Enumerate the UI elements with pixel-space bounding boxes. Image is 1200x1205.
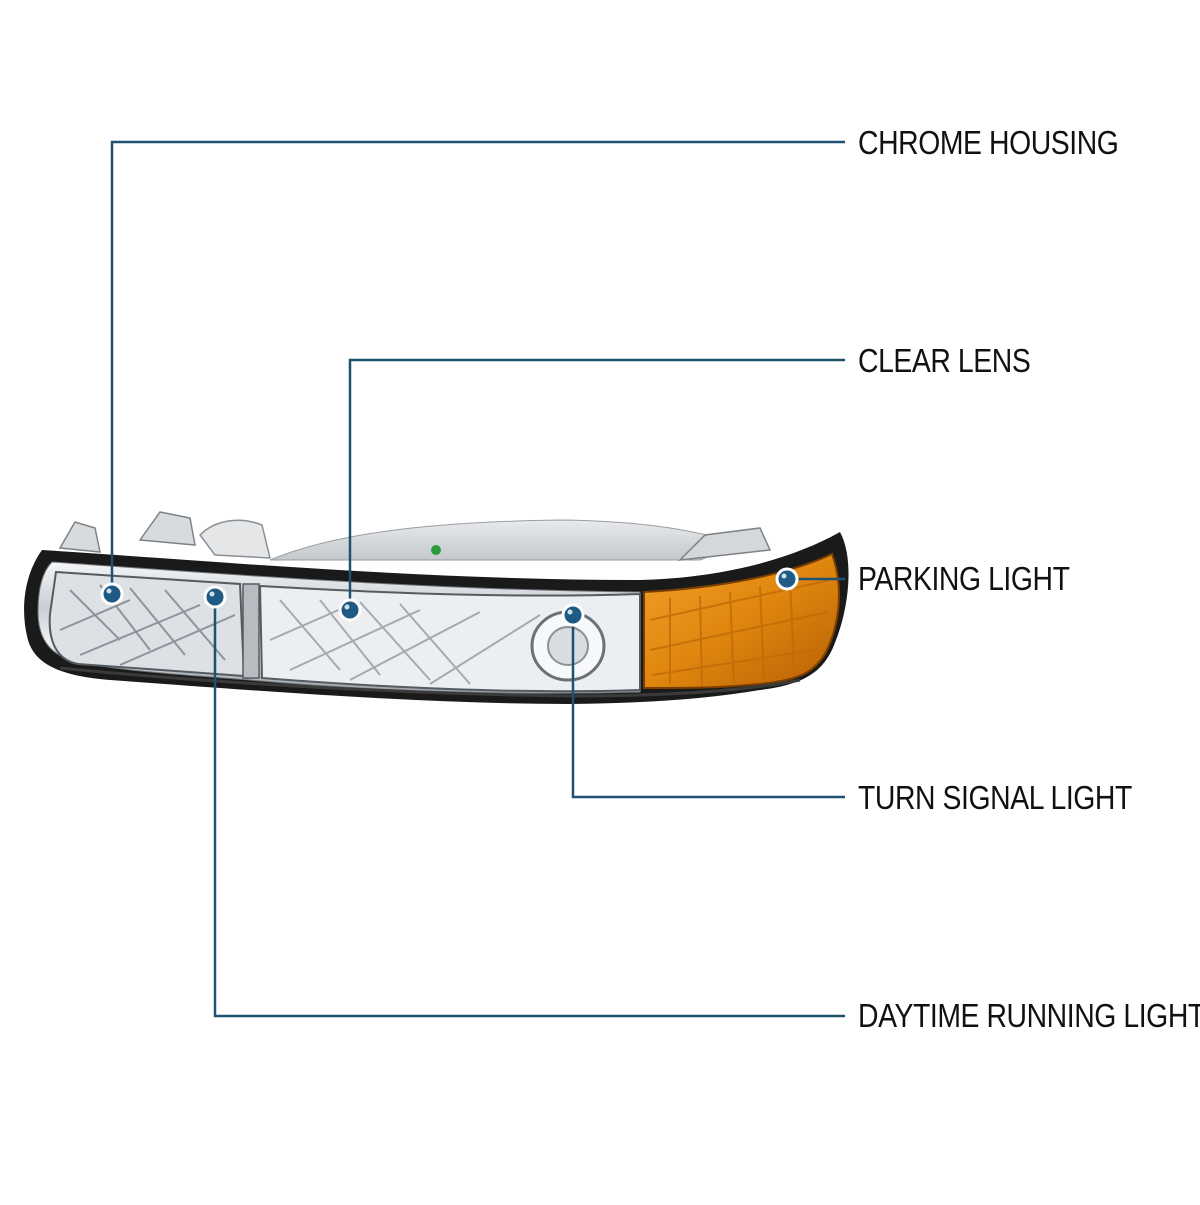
- label-turn-signal-light: TURN SIGNAL LIGHT: [858, 779, 1132, 816]
- label-daytime-running-light: DAYTIME RUNNING LIGHT: [858, 997, 1200, 1034]
- marker-parking-light: [775, 567, 799, 591]
- marker-daytime-running-light: [203, 585, 227, 609]
- marker-turn-signal-light-highlight: [567, 609, 573, 615]
- marker-chrome-housing: [100, 582, 124, 606]
- callout-markers: [100, 567, 799, 627]
- amber-lens-ribs: [649, 577, 831, 687]
- marker-chrome-housing-highlight: [106, 588, 112, 594]
- housing-marker-dot: [431, 545, 441, 555]
- bezel-bottom-lip: [59, 666, 801, 698]
- mounting-tab-upper: [199, 519, 271, 559]
- reflector-facets-left: [59, 584, 236, 666]
- leader-daytime-running-light: [213, 597, 845, 1018]
- lens-divider: [242, 583, 260, 679]
- marker-daytime-running-light-highlight: [209, 591, 215, 597]
- marker-clear-lens-highlight: [344, 604, 350, 610]
- label-chrome-housing: CHROME HOUSING: [858, 124, 1119, 161]
- label-parking-light: PARKING LIGHT: [858, 560, 1070, 597]
- leader-chrome-housing: [110, 140, 845, 594]
- label-clear-lens: CLEAR LENS: [858, 342, 1031, 379]
- marker-parking-light-highlight: [781, 573, 787, 579]
- bulb-cup-inner: [547, 626, 589, 666]
- mounting-tab-left: [58, 521, 101, 553]
- reflector-cell-left: [48, 570, 246, 678]
- mounting-tab-right: [677, 527, 772, 561]
- leader-turn-signal-light: [571, 615, 845, 799]
- clear-lens-facets: [269, 599, 541, 685]
- leader-clear-lens: [348, 358, 845, 610]
- leader-lines: [110, 140, 845, 1018]
- marker-clear-lens: [338, 598, 362, 622]
- housing-top-surface: [269, 519, 742, 561]
- marker-turn-signal-light: [561, 603, 585, 627]
- mounting-tab-mid: [138, 511, 196, 546]
